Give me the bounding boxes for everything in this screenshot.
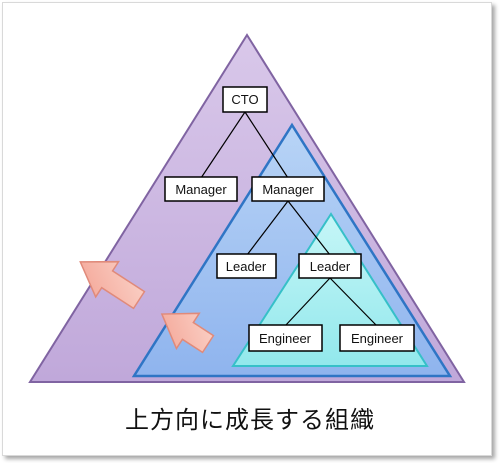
connector-lines <box>200 111 378 327</box>
node-leader-left-label: Leader <box>226 259 267 274</box>
node-leader-right: Leader <box>298 253 362 279</box>
node-manager-left: Manager <box>164 176 238 202</box>
node-engineer-left: Engineer <box>248 324 323 352</box>
diagram-caption: 上方向に成長する組織 <box>125 406 375 434</box>
node-engineer-right-label: Engineer <box>351 331 404 346</box>
node-cto-label: CTO <box>231 92 258 107</box>
node-engineer-left-label: Engineer <box>259 331 312 346</box>
node-manager-right: Manager <box>251 176 325 202</box>
node-leader-left: Leader <box>216 253 277 279</box>
node-leader-right-label: Leader <box>310 259 351 274</box>
node-manager-left-label: Manager <box>175 182 227 197</box>
node-cto: CTO <box>222 86 268 113</box>
node-manager-right-label: Manager <box>262 182 314 197</box>
growth-arrow-upper <box>79 260 146 310</box>
node-engineer-right: Engineer <box>339 324 415 352</box>
growth-arrow-lower <box>160 312 215 354</box>
